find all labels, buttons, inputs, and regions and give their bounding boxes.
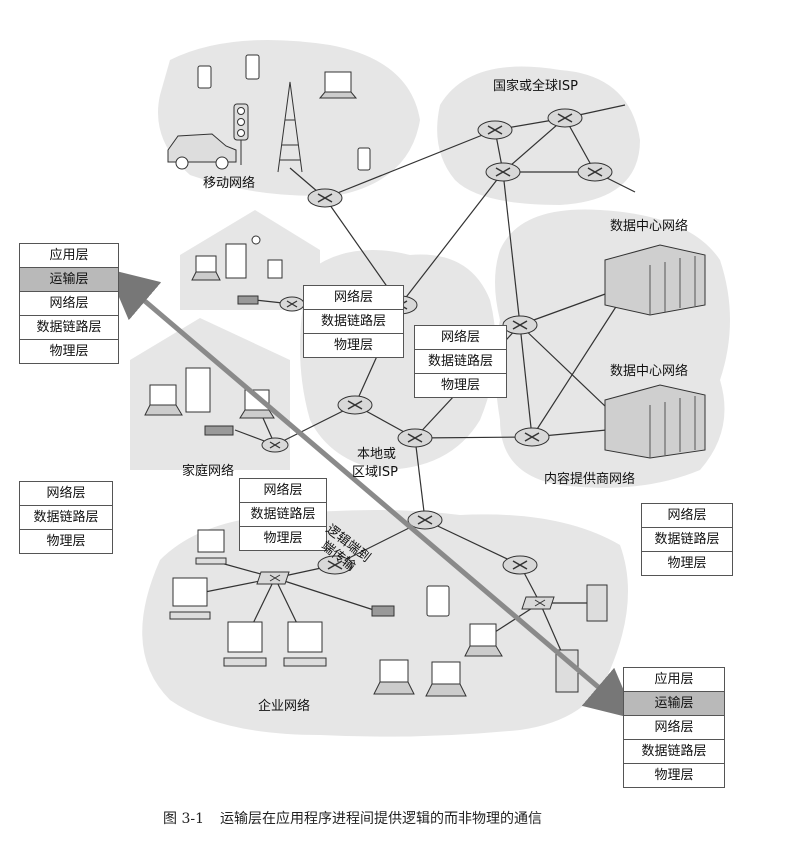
switch-icon xyxy=(521,596,555,610)
stack-layer: 物理层 xyxy=(46,534,86,549)
desktop-icon xyxy=(195,529,227,565)
modem-icon xyxy=(237,295,259,305)
desktop-icon xyxy=(223,621,267,667)
refrigerator-icon xyxy=(225,243,247,279)
stack-layer: 应用层 xyxy=(624,668,724,692)
stack-layer: 物理层 xyxy=(667,556,707,571)
label-national-isp: 国家或全球ISP xyxy=(493,79,578,94)
laptop-icon xyxy=(425,661,467,697)
laptop-icon xyxy=(464,623,503,657)
figure-number: 图 3-1 xyxy=(163,811,204,827)
stack-layer: 数据链路层 xyxy=(240,503,326,527)
protocol-stack-right-mid: 网络层 数据链路层 物理层 xyxy=(641,503,733,576)
router-icon xyxy=(261,437,289,453)
router-icon xyxy=(547,108,583,128)
protocol-stack-mid-lower: 网络层 数据链路层 物理层 xyxy=(239,478,327,551)
figure-caption-text: 运输层在应用程序进程间提供逻辑的而非物理的通信 xyxy=(220,811,542,827)
protocol-stack-mid-upper: 网络层 数据链路层 物理层 xyxy=(303,285,404,358)
desktop-icon xyxy=(283,621,327,667)
laptop-icon xyxy=(144,384,183,416)
modem-icon xyxy=(204,425,234,436)
traffic-light-icon xyxy=(233,103,249,165)
logical-end-to-end-arrow xyxy=(106,268,637,720)
stack-layer: 物理层 xyxy=(263,531,303,546)
router-icon xyxy=(337,395,373,415)
router-icon xyxy=(397,428,433,448)
router-icon xyxy=(502,555,538,575)
stack-layer: 应用层 xyxy=(20,244,118,268)
protocol-stack-right-bottom: 应用层 运输层 网络层 数据链路层 物理层 xyxy=(623,667,725,788)
laptop-icon xyxy=(191,255,221,281)
router-icon xyxy=(307,188,343,208)
stack-layer: 数据链路层 xyxy=(304,310,403,334)
cell-tower-icon xyxy=(277,81,303,173)
router-icon xyxy=(279,296,305,312)
tablet-icon xyxy=(267,259,283,279)
server-icon xyxy=(586,584,608,622)
stack-layer: 网络层 xyxy=(642,504,732,528)
laptop-icon xyxy=(373,659,415,695)
stack-layer: 物理层 xyxy=(654,768,694,783)
thermostat-icon xyxy=(251,235,261,245)
label-local-isp-line2: 区域ISP xyxy=(352,465,398,480)
laptop-icon xyxy=(318,71,358,99)
mobile-devices xyxy=(167,54,371,173)
label-datacenter-2: 数据中心网络 xyxy=(610,364,689,379)
stack-layer: 数据链路层 xyxy=(415,350,506,374)
router-icon xyxy=(502,315,538,335)
server-rack-icon xyxy=(604,384,706,459)
label-enterprise-network: 企业网络 xyxy=(258,699,311,714)
label-home-network: 家庭网络 xyxy=(182,464,235,479)
stack-layer: 网络层 xyxy=(624,716,724,740)
tablet-icon xyxy=(426,585,450,617)
router-icon xyxy=(477,120,513,140)
router-icon xyxy=(577,162,613,182)
mobile-cloud xyxy=(158,40,420,196)
stack-layer: 数据链路层 xyxy=(20,316,118,340)
router-icon xyxy=(485,162,521,182)
desktop-icon xyxy=(169,577,211,620)
figure-caption: 图 3-1 运输层在应用程序进程间提供逻辑的而非物理的通信 xyxy=(163,808,542,828)
stack-layer: 物理层 xyxy=(440,378,480,393)
label-local-isp-line1: 本地或 xyxy=(357,447,397,462)
switch-icon xyxy=(256,571,290,585)
server-rack-icon xyxy=(604,244,706,316)
stack-layer-highlighted: 运输层 xyxy=(624,692,724,716)
router-icon xyxy=(514,427,550,447)
stack-layer: 数据链路层 xyxy=(642,528,732,552)
phone-icon xyxy=(245,54,260,80)
stack-layer: 物理层 xyxy=(49,344,89,359)
stack-layer: 网络层 xyxy=(20,482,112,506)
stack-layer: 数据链路层 xyxy=(624,740,724,764)
wireless-router-icon xyxy=(371,605,395,617)
stack-layer-highlighted: 运输层 xyxy=(20,268,118,292)
label-datacenter-1: 数据中心网络 xyxy=(610,219,689,234)
stack-layer: 网络层 xyxy=(240,479,326,503)
stack-layer: 数据链路层 xyxy=(20,506,112,530)
label-mobile-network: 移动网络 xyxy=(203,176,256,191)
stack-layer: 网络层 xyxy=(304,286,403,310)
stack-layer: 物理层 xyxy=(333,338,373,353)
protocol-stack-left-bottom: 网络层 数据链路层 物理层 xyxy=(19,481,113,554)
phone-icon xyxy=(357,147,371,171)
stack-layer: 网络层 xyxy=(415,326,506,350)
car-icon xyxy=(167,133,237,170)
protocol-stack-mid-right: 网络层 数据链路层 物理层 xyxy=(414,325,507,398)
protocol-stack-left-top: 应用层 运输层 网络层 数据链路层 物理层 xyxy=(19,243,119,364)
stack-layer: 网络层 xyxy=(20,292,118,316)
refrigerator-icon xyxy=(185,367,211,413)
phone-icon xyxy=(197,65,212,89)
label-content-provider: 内容提供商网络 xyxy=(544,472,636,487)
